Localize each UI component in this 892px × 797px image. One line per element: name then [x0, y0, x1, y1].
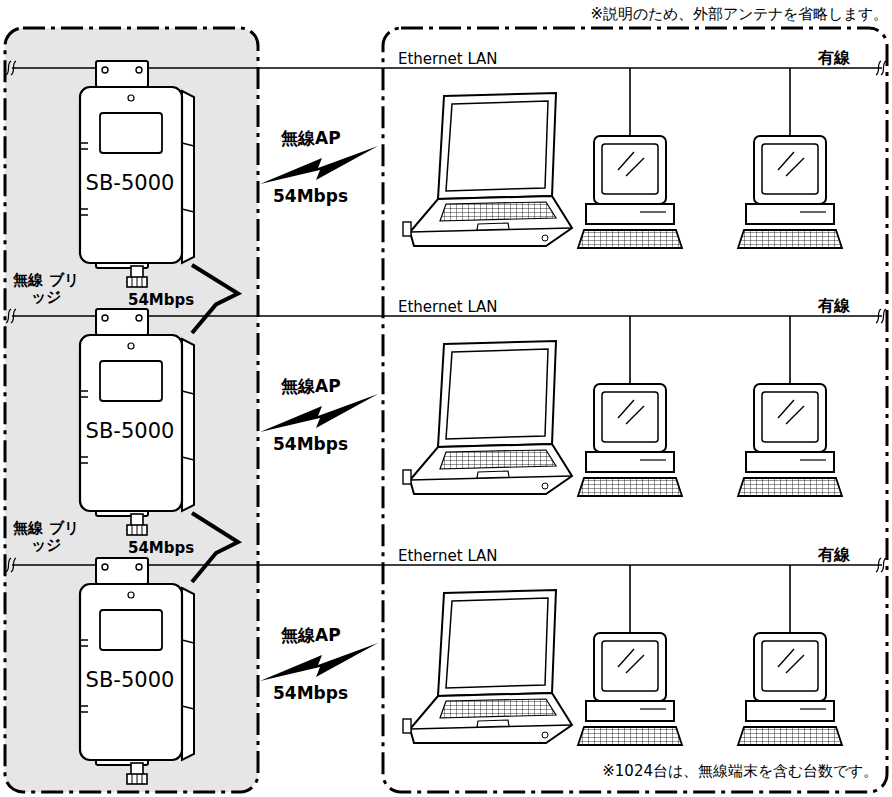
link-label-holder: 無線 ブリッジ: [8, 272, 84, 307]
mode-label-holder: 無線AP: [281, 376, 341, 396]
network-label: Ethernet LAN: [398, 547, 498, 565]
wired-label-holder: 有線: [818, 545, 850, 564]
speed-label-holder: 54Mbps: [273, 186, 348, 206]
network-row: [6, 61, 886, 287]
mode-label: 無線AP: [281, 625, 341, 645]
speed-label-holder: 54Mbps: [128, 539, 194, 557]
network-label: Ethernet LAN: [398, 50, 498, 68]
speed-label: 54Mbps: [273, 186, 348, 206]
wired-label-holder: 有線: [818, 48, 850, 67]
speed-label: 54Mbps: [273, 434, 348, 454]
speed-label: 54Mbps: [128, 291, 194, 309]
network-label: Ethernet LAN: [398, 298, 498, 316]
network-label-holder: Ethernet LAN: [398, 547, 498, 565]
speed-label: 54Mbps: [273, 683, 348, 703]
link-label-holder: 無線 ブリッジ: [8, 520, 84, 555]
speed-label-holder: 54Mbps: [128, 291, 194, 309]
wired-label-holder: 有線: [818, 296, 850, 315]
wired-label: 有線: [818, 48, 850, 67]
speed-label-holder: 54Mbps: [273, 434, 348, 454]
wireless-bridge-link: [192, 265, 238, 333]
device-housing: SB-5000: [78, 582, 196, 762]
wireless-bridge-link: [192, 513, 238, 582]
mode-label: 無線AP: [281, 376, 341, 396]
network-row: [6, 558, 886, 784]
note-text: ※説明のため、外部アンテナを省略します。: [590, 5, 888, 23]
device-name: SB-5000: [78, 419, 182, 444]
device-name: SB-5000: [78, 171, 182, 196]
note-text: ※1024台は、無線端末を含む台数です。: [602, 762, 878, 780]
link-label: 無線 ブリッジ: [8, 520, 84, 555]
note-text-holder: ※1024台は、無線端末を含む台数です。: [602, 762, 878, 780]
link-label: 無線 ブリッジ: [8, 272, 84, 307]
wired-label: 有線: [818, 296, 850, 315]
speed-label-holder: 54Mbps: [273, 683, 348, 703]
wired-label: 有線: [818, 545, 850, 564]
mode-label-holder: 無線AP: [281, 128, 341, 148]
speed-label: 54Mbps: [128, 539, 194, 557]
note-text-holder: ※説明のため、外部アンテナを省略します。: [590, 5, 888, 23]
device-name: SB-5000: [78, 668, 182, 693]
network-row: [6, 309, 886, 535]
network-label-holder: Ethernet LAN: [398, 50, 498, 68]
mode-label-holder: 無線AP: [281, 625, 341, 645]
bridge-region: [5, 28, 258, 792]
mode-label: 無線AP: [281, 128, 341, 148]
device-housing: SB-5000: [78, 333, 196, 513]
network-label-holder: Ethernet LAN: [398, 298, 498, 316]
device-housing: SB-5000: [78, 85, 196, 265]
